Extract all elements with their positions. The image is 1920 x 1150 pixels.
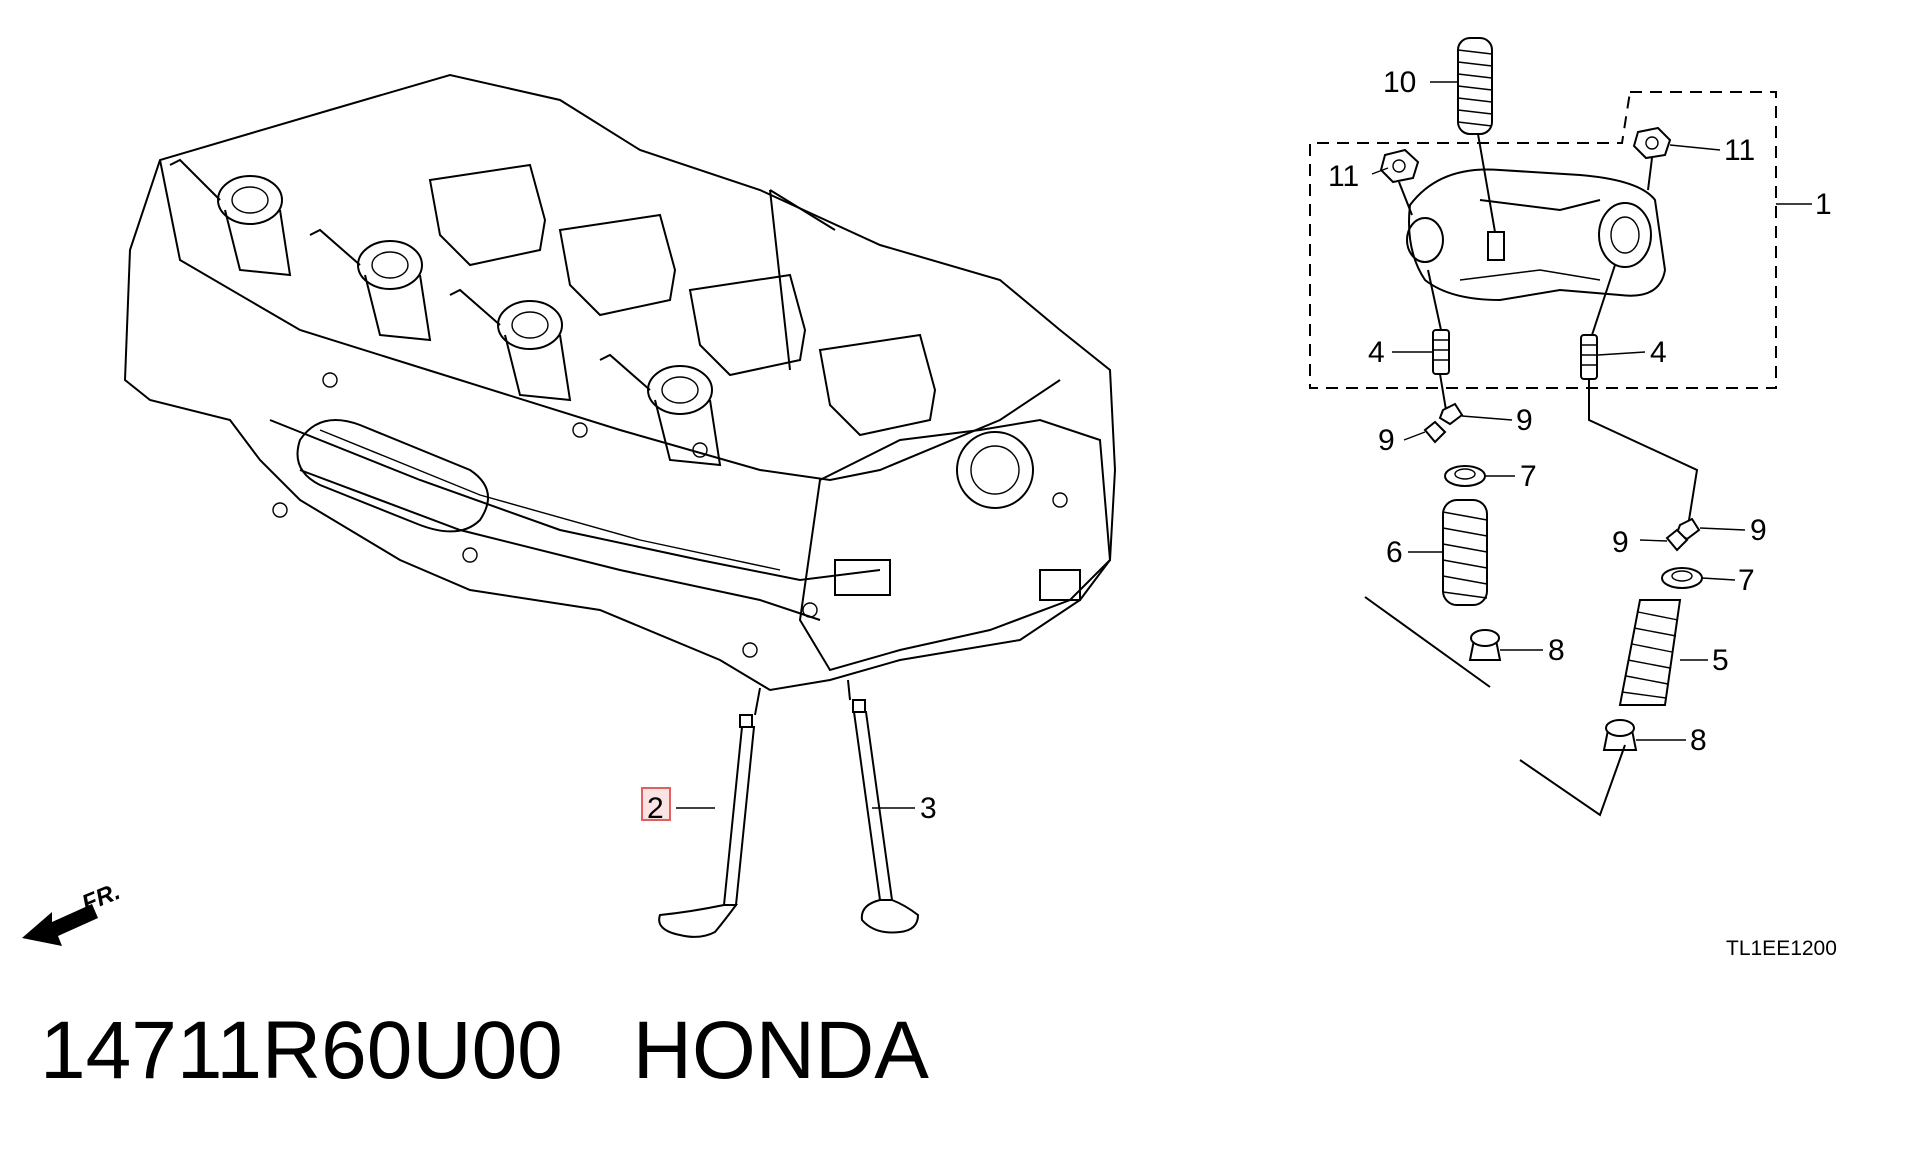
callout-10: 10 (1383, 66, 1416, 99)
front-direction-arrow: FR. (22, 878, 124, 946)
callout-4-left: 4 (1368, 336, 1385, 369)
front-arrow-label: FR. (78, 878, 124, 918)
spring-10 (1457, 37, 1496, 233)
callout-9-d: 9 (1750, 514, 1767, 547)
callout-4-right: 4 (1650, 336, 1667, 369)
injector (449, 288, 572, 402)
leader-lines (676, 81, 1812, 809)
injector (599, 353, 722, 467)
injector (169, 158, 292, 277)
injector (309, 228, 432, 342)
callout-6: 6 (1386, 536, 1403, 569)
callout-8-right: 8 (1690, 724, 1707, 757)
callout-1: 1 (1815, 188, 1832, 221)
callout-7-right: 7 (1738, 564, 1755, 597)
callout-11-left: 11 (1328, 160, 1359, 193)
highlight-box-2 (641, 787, 671, 821)
part-number: 14711R60U00 (40, 1005, 563, 1096)
left-valve-stack (1364, 373, 1502, 688)
callout-labels: 1 2 3 4 4 5 6 7 7 8 8 9 9 9 9 10 11 11 (647, 66, 1832, 825)
nut (1379, 148, 1420, 184)
callout-3: 3 (920, 792, 937, 825)
brand-name: HONDA (632, 1005, 929, 1096)
nut (1632, 126, 1672, 160)
rocker-arm-assembly (1309, 91, 1777, 389)
cylinder-head (123, 73, 1117, 692)
callout-2: 2 (647, 792, 664, 825)
intake-valve (658, 687, 761, 938)
callout-8-left: 8 (1548, 634, 1565, 667)
callout-5: 5 (1712, 644, 1729, 677)
right-valve-stack (1519, 379, 1703, 817)
callout-7-left: 7 (1520, 460, 1537, 493)
reference-code: TL1EE1200 (1726, 937, 1837, 960)
callout-9-a: 9 (1516, 404, 1533, 437)
callout-9-c: 9 (1612, 526, 1629, 559)
callout-9-b: 9 (1378, 424, 1395, 457)
exhaust-valve (847, 679, 920, 934)
callout-11-right: 11 (1724, 134, 1755, 167)
adjusting-screw (1580, 264, 1616, 380)
